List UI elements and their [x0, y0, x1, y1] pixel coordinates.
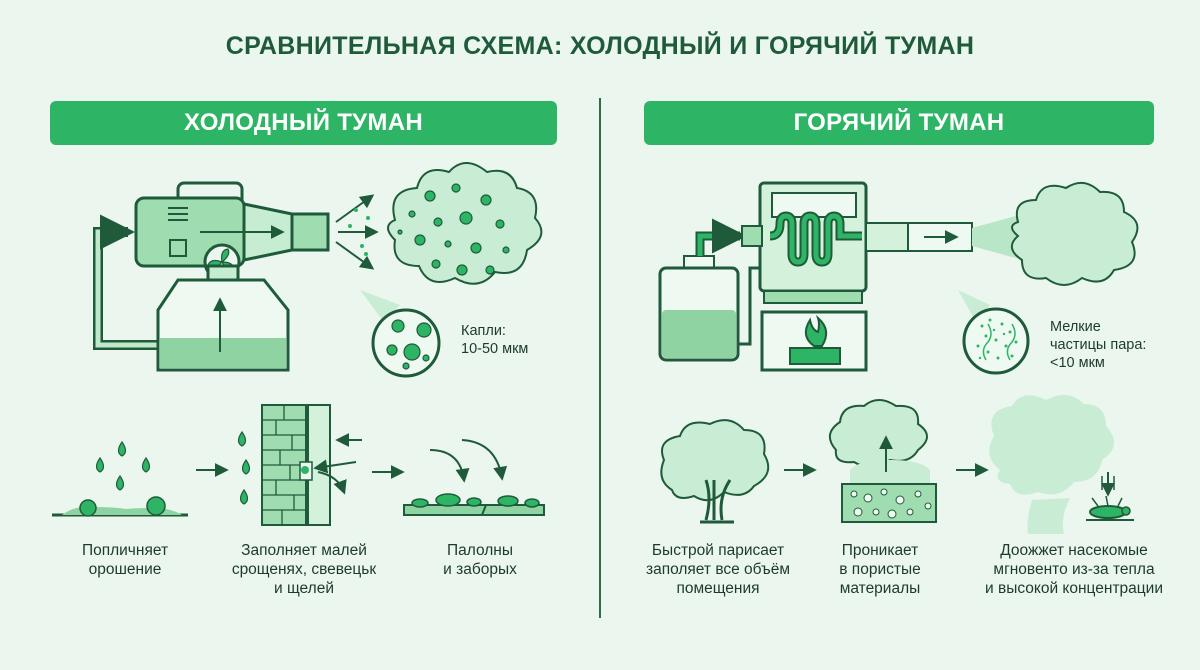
cold-droplet-spray-icon — [348, 208, 370, 256]
caption-line: помещения — [676, 580, 760, 597]
cold-fog-heading: ХОЛОДНЫЙ ТУМАН — [50, 101, 557, 145]
hot-fog-generator-icon — [658, 181, 973, 372]
cold-fog-cloud-icon — [387, 162, 543, 285]
hot-particle-label-line2: частицы пара: — [1050, 337, 1147, 353]
hot-step3-insect-cloud-icon — [989, 394, 1134, 534]
caption-line: материалы — [839, 580, 921, 597]
cold-step3-caption: Палолны и заборых — [410, 541, 550, 579]
hot-step2-porous-material-icon — [829, 399, 937, 523]
caption-line: и высокой концентрации — [985, 580, 1163, 597]
caption-line: в пористые — [839, 561, 921, 578]
hot-step1-cloud-tree-icon — [660, 419, 770, 524]
caption-line: Попличняет — [81, 542, 169, 559]
caption-line: Быстрой парисает — [651, 542, 785, 559]
cold-fog-generator-icon — [93, 181, 330, 372]
caption-line: срощенях, свевецьк — [231, 561, 377, 578]
hot-step2-caption: Проникает в пористые материалы — [820, 541, 940, 598]
hot-particle-label-line1: Мелкие — [1050, 319, 1101, 335]
cold-particle-label-line1: Капли: — [461, 323, 506, 339]
caption-line: орошение — [88, 561, 162, 578]
cold-step2-wall-crack-icon — [237, 404, 362, 526]
cold-droplet-magnifier-icon — [371, 308, 441, 378]
cold-particle-label-line2: 10-50 мкм — [461, 341, 529, 357]
page-title: СРАВНИТЕЛЬНАЯ СХЕМА: ХОЛОДНЫЙ И ГОРЯЧИЙ … — [225, 32, 975, 60]
hot-particle-size-label: Мелкие частицы пара: <10 мкм — [1050, 318, 1146, 372]
hot-fog-cloud-icon — [1011, 181, 1139, 286]
hot-particle-label-line3: <10 мкм — [1050, 355, 1105, 371]
caption-line: и щелей — [274, 580, 334, 597]
caption-line: мгновенто из-за тепла — [993, 561, 1155, 578]
cold-step1-droplets-icon — [52, 440, 188, 517]
hot-step3-caption: Доожжет насекомые мгновенто из-за тепла … — [968, 541, 1180, 598]
column-divider — [599, 98, 601, 618]
hot-vapor-magnifier-icon — [962, 307, 1030, 375]
cold-step1-caption: Попличняет орошение — [50, 541, 200, 579]
caption-line: Заполняет малей — [241, 542, 367, 559]
cold-spray-arrows-icon — [335, 194, 379, 270]
cold-step2-caption: Заполняет малей срощенях, свевецьк и щел… — [214, 541, 394, 598]
hot-fog-heading: ГОРЯЧИЙ ТУМАН — [644, 101, 1154, 145]
caption-line: заполяет все объём — [645, 561, 791, 578]
hot-step1-caption: Быстрой парисает заполяет все объём поме… — [628, 541, 808, 598]
caption-line: Доожжет насекомые — [1000, 542, 1148, 559]
caption-line: Проникает — [841, 542, 919, 559]
caption-line: Палолны — [446, 542, 513, 559]
cold-step3-surface-icon — [403, 439, 545, 516]
cold-particle-size-label: Капли: 10-50 мкм — [461, 322, 528, 358]
caption-line: и заборых — [443, 561, 517, 578]
